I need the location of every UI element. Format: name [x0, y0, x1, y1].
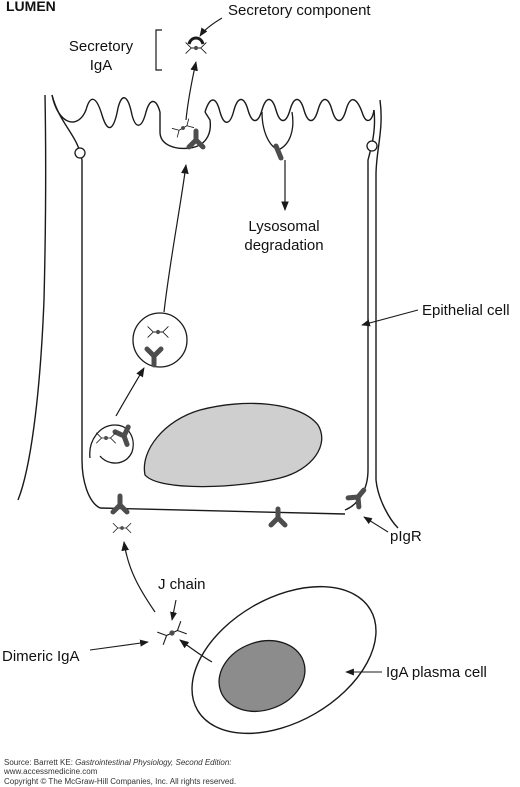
iga-plasma-cell-label: IgA plasma cell: [386, 664, 487, 681]
secretory-component-arc: [187, 36, 205, 45]
pigr-receptor-pocket: [115, 427, 134, 447]
pigr-receptor-basal-3: [348, 486, 369, 507]
iga-dimer-basal: [112, 522, 132, 534]
endocytic-pocket: [89, 424, 134, 464]
source-book: Gastrointestinal Physiology, Second Edit…: [75, 758, 232, 767]
iga-dimer-pocket: [95, 432, 117, 444]
label-leaders: [89, 17, 419, 676]
j-chain-label: J chain: [158, 576, 206, 593]
pigr-label: pIgR: [390, 528, 422, 545]
secretory-iga-label-line1: Secretory: [68, 38, 134, 55]
transcytotic-vesicle: [132, 312, 188, 368]
pathway-arrows: [115, 61, 289, 663]
source-line: Source: Barrett KE: Gastrointestinal Phy…: [4, 758, 232, 768]
tight-junction-left: [74, 147, 86, 159]
epithelial-cell-label: Epithelial cell: [422, 302, 510, 319]
lysosomal-fragment: [273, 143, 284, 161]
lumen-label: LUMEN: [6, 0, 56, 14]
secretory-iga-molecule: [185, 41, 207, 55]
epithelial-nucleus: [143, 402, 323, 488]
pigr-receptor-basal-1: [113, 496, 127, 512]
dimeric-iga-label: Dimeric IgA: [2, 648, 80, 665]
iga-dimer-apical: [171, 118, 195, 138]
tight-junction-right: [366, 140, 378, 152]
pigr-receptor-apical: [189, 131, 203, 147]
lysosomal-label-line2: degradation: [244, 237, 324, 254]
plasma-cell-nucleus: [218, 640, 306, 712]
secretory-iga-bracket: [155, 29, 162, 71]
pigr-receptor-basal-2: [271, 509, 285, 525]
secretory-iga-label-line2: IgA: [89, 57, 113, 74]
source-site: www.accessmedicine.com: [4, 767, 98, 776]
lysosomal-label-line1: Lysosomal: [248, 218, 320, 235]
secretory-component-label: Secretory component: [228, 2, 371, 19]
source-prefix: Source: Barrett KE:: [4, 758, 76, 767]
epithelial-cell-membrane: [17, 94, 399, 529]
source-copyright: Copyright © The McGraw-Hill Companies, I…: [4, 777, 237, 786]
